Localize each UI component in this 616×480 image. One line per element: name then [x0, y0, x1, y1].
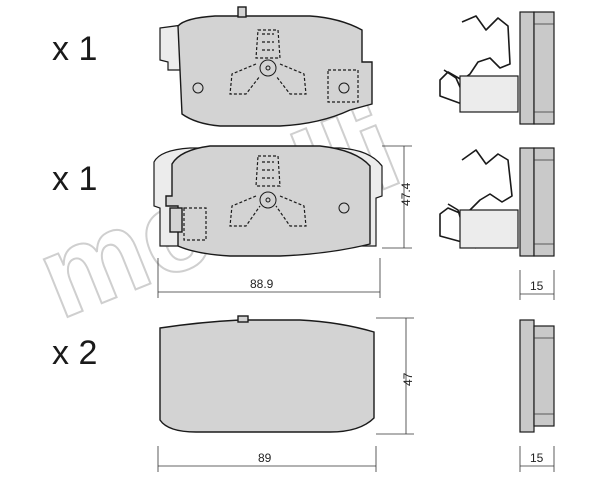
pad-side-row-2 — [439, 147, 555, 257]
dimension-thickness-row-2-label: 15 — [530, 279, 544, 293]
wear-indicator-row-2 — [183, 207, 207, 241]
hole-right-row-1 — [338, 82, 350, 94]
pad-front-row-2 — [153, 145, 383, 257]
tri-spring-row-1 — [229, 29, 307, 95]
pad-side-row-1 — [439, 11, 555, 125]
dimension-height-row-3: 47 — [376, 317, 415, 435]
dimension-height-row-2: 47.4 — [382, 145, 413, 249]
dimension-width-row-2-label: 88.9 — [250, 277, 274, 291]
pad-front-row-1 — [159, 6, 373, 127]
dimension-width-row-3: 89 — [157, 446, 377, 472]
quantity-row-3: x 2 — [52, 334, 97, 372]
dimension-width-row-3-label: 89 — [258, 451, 272, 465]
quantity-row-1: x 1 — [52, 30, 97, 68]
dimension-thickness-row-2: 15 — [519, 270, 555, 300]
hole-right-row-2 — [338, 202, 350, 214]
dimension-width-row-2: 88.9 — [157, 258, 381, 298]
dimension-height-row-3-label: 47 — [401, 372, 415, 386]
dimension-height-row-2-label: 47.4 — [399, 182, 413, 206]
dimension-thickness-row-3: 15 — [519, 446, 555, 472]
pad-side-row-3 — [519, 319, 555, 433]
wear-indicator-row-1 — [327, 69, 359, 103]
dimension-thickness-row-3-label: 15 — [530, 451, 544, 465]
hole-left-row-1 — [192, 82, 204, 94]
pad-front-row-3 — [159, 315, 375, 433]
quantity-row-2: x 1 — [52, 160, 97, 198]
tri-spring-row-2 — [229, 155, 307, 227]
